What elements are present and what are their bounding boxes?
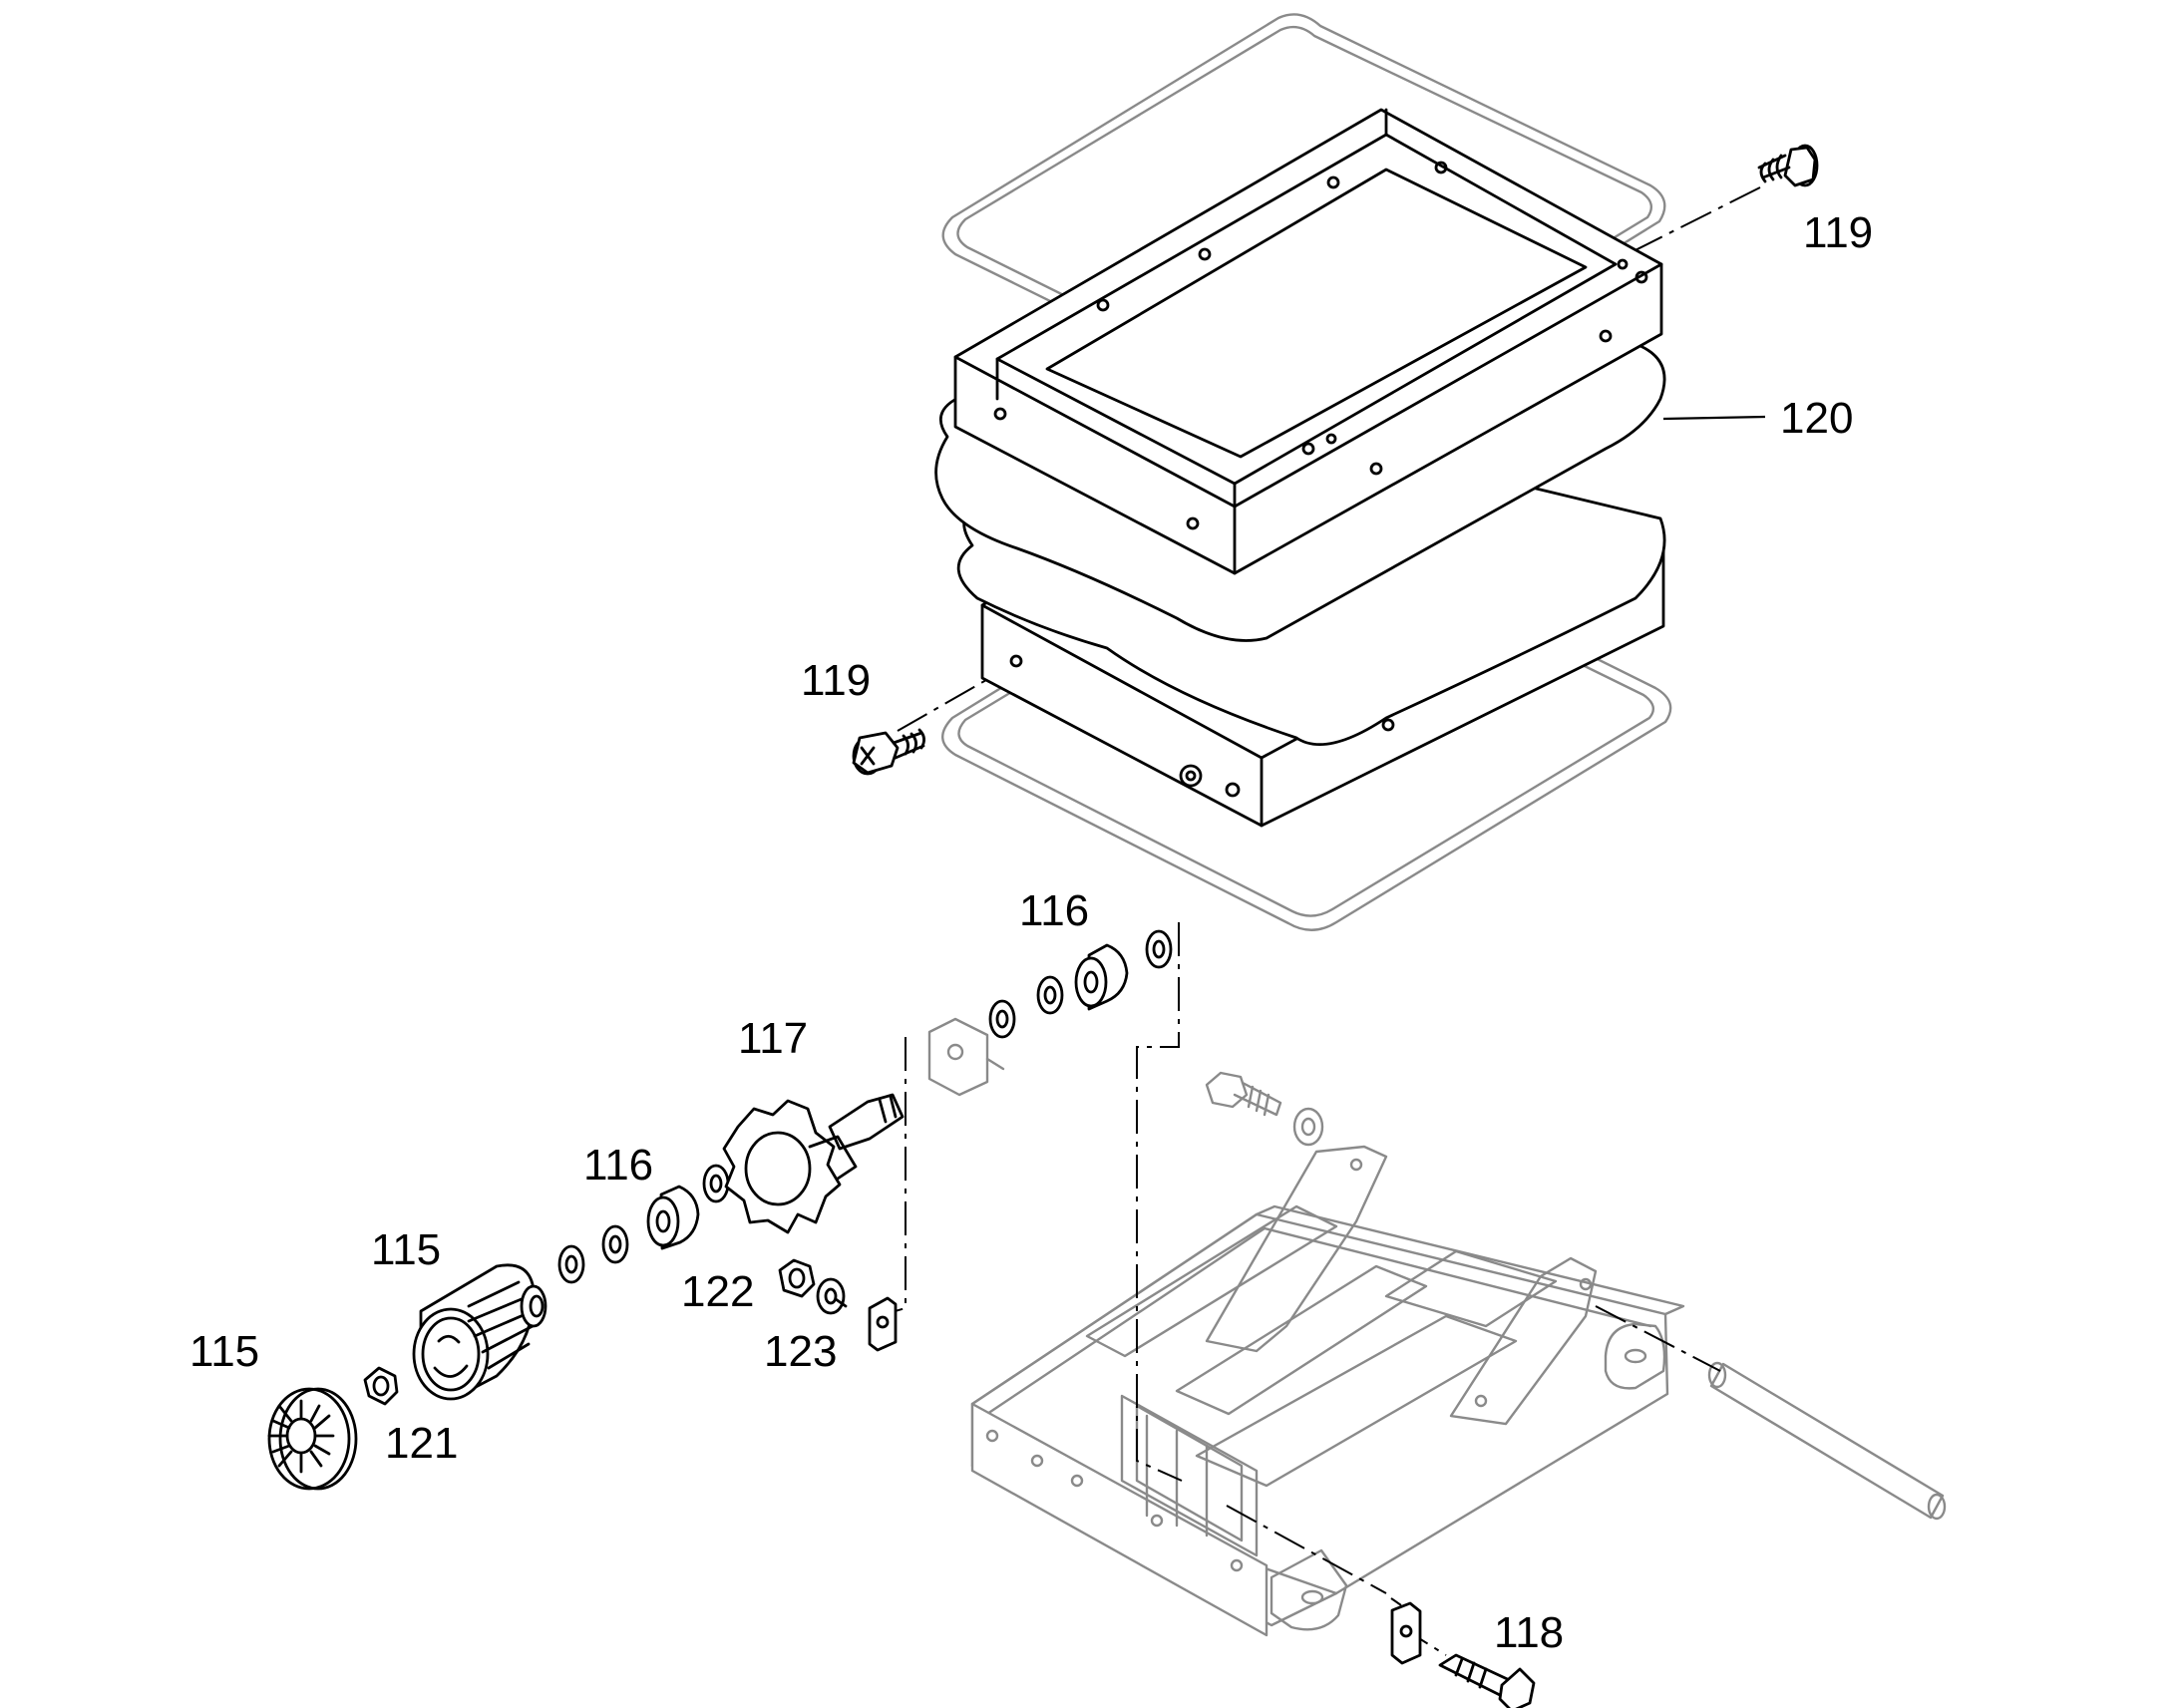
upper-gasket-ghost <box>941 13 1666 429</box>
nut-122 <box>778 1258 816 1298</box>
bellows-assembly <box>934 108 1666 828</box>
nut-121 <box>363 1366 399 1406</box>
seat-base-frame-ghost <box>970 1145 1685 1637</box>
plate-123-side <box>868 1296 898 1352</box>
callout-121: 121 <box>385 1419 458 1468</box>
knob-cap-115 <box>267 1387 358 1491</box>
adjuster-plate-ghost <box>927 1017 1005 1097</box>
plate-118 <box>1390 1601 1422 1665</box>
callout-116-lower: 116 <box>583 1141 653 1190</box>
shaft-rod-ghost <box>1707 1361 1947 1521</box>
callout-122: 122 <box>681 1267 754 1316</box>
bolt-118 <box>1438 1653 1536 1708</box>
callout-123: 123 <box>764 1327 837 1376</box>
washer-set-116-upper <box>988 929 1173 1039</box>
callout-120: 120 <box>1780 394 1853 443</box>
callout-119-left: 119 <box>801 656 871 705</box>
screw-119-top <box>1757 144 1819 187</box>
callout-119-top: 119 <box>1803 208 1873 257</box>
bolt-ghost <box>1205 1071 1324 1147</box>
washer-set-116-lower <box>557 1164 730 1284</box>
knob-cover-115 <box>412 1263 547 1401</box>
screw-119-left <box>852 728 925 776</box>
adjuster-knob-117 <box>722 1093 905 1234</box>
callout-115-upper: 115 <box>371 1225 441 1274</box>
callout-116-upper: 116 <box>1019 886 1089 935</box>
leader-line-120 <box>1662 415 1766 421</box>
washer-123 <box>816 1277 848 1315</box>
callout-115-lower: 115 <box>189 1327 259 1376</box>
callout-117: 117 <box>738 1014 808 1063</box>
callout-118: 118 <box>1494 1608 1564 1657</box>
